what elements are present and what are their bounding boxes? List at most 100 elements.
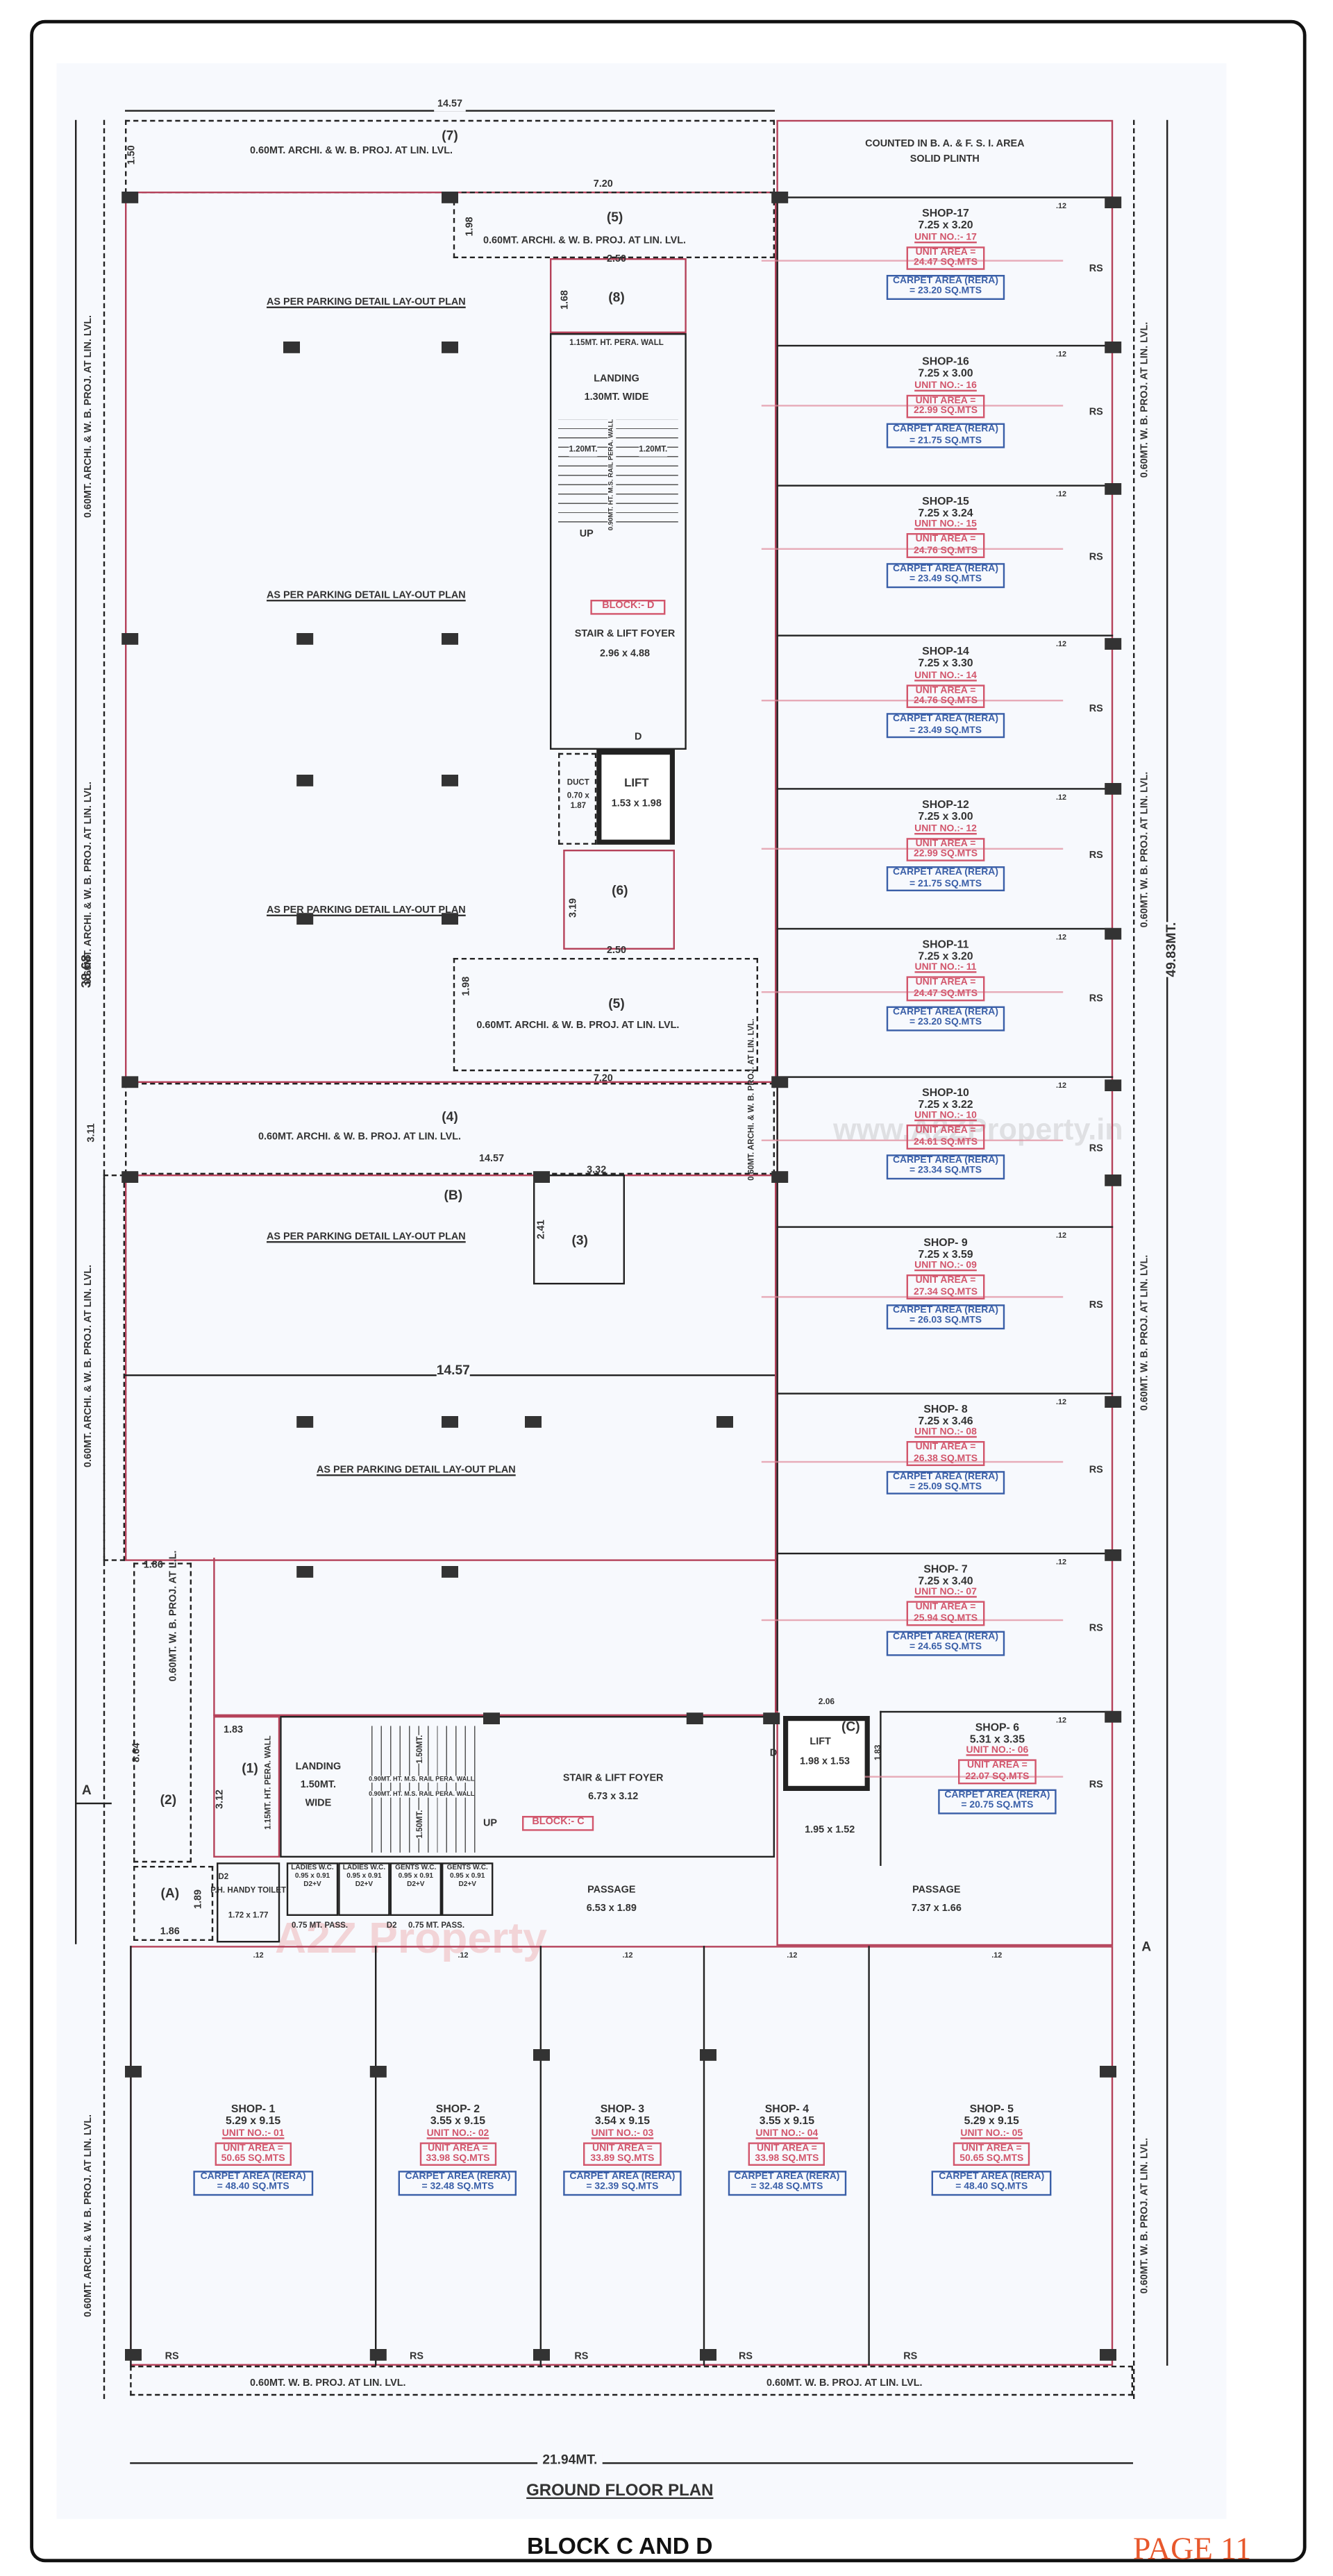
carpet-area-value: = 32.48 SQ.MTS xyxy=(421,2183,494,2194)
structural-column xyxy=(1105,1079,1122,1092)
carpet-area-box: CARPET AREA (RERA)= 32.39 SQ.MTS xyxy=(562,2171,682,2196)
sheet-subtitle: BLOCK C AND D xyxy=(527,2532,713,2559)
edge-dim: .12 xyxy=(1055,1230,1066,1239)
structural-column xyxy=(296,775,314,786)
rolling-shutter-label: RS xyxy=(1089,553,1103,564)
projection-4 xyxy=(125,1083,775,1175)
unit-area-label: UNIT AREA = xyxy=(961,2143,1022,2154)
page-label: PAGE 11 xyxy=(1133,2532,1252,2568)
shop-size: 7.25 x 3.00 xyxy=(918,811,973,824)
lift-size: 1.53 x 1.98 xyxy=(611,800,662,810)
rolling-shutter-label: RS xyxy=(1089,264,1103,275)
grid-line xyxy=(864,1776,1064,1778)
grid-line xyxy=(761,548,1064,550)
carpet-area-value: = 25.09 SQ.MTS xyxy=(909,1483,982,1493)
carpet-area-box: CARPET AREA (RERA)= 48.40 SQ.MTS xyxy=(194,2171,313,2196)
shop-size: 5.31 x 3.35 xyxy=(969,1734,1025,1746)
unit-number: UNIT NO.:- 10 xyxy=(914,1111,977,1122)
unit-area-label: UNIT AREA = xyxy=(915,978,976,988)
flight-width: 1.20MT. xyxy=(569,446,598,456)
structural-column xyxy=(1100,2066,1117,2078)
lift-size: 1.98 x 1.53 xyxy=(799,1758,850,1768)
structural-column xyxy=(442,913,458,925)
marker-5: (5) xyxy=(606,210,623,225)
structural-column xyxy=(771,1171,789,1184)
parking-note: AS PER PARKING DETAIL LAY-OUT PLAN xyxy=(267,906,466,916)
carpet-area-label: CARPET AREA (RERA) xyxy=(892,1156,999,1167)
unit-area-value: 22.07 SQ.MTS xyxy=(965,1771,1030,1782)
left-projection-label: 0.60MT. ARCHI. & W. B. PROJ. AT LIN. LVL… xyxy=(84,781,94,985)
carpet-area-label: CARPET AREA (RERA) xyxy=(892,715,999,725)
block-d-label: BLOCK:- D xyxy=(590,600,666,615)
right-projection-line xyxy=(1133,119,1135,2400)
left-projection-label: 0.60MT. ARCHI. & W. B. PROJ. AT LIN. LVL… xyxy=(84,314,94,519)
dim-strip: 3.11 xyxy=(87,1123,98,1143)
edge-dim: .12 xyxy=(1055,639,1066,648)
edge-dim: .12 xyxy=(1055,1715,1066,1724)
edge-dim: .12 xyxy=(622,1951,633,1960)
shop-size: 5.29 x 9.15 xyxy=(226,2116,281,2128)
grid-line xyxy=(761,1619,1064,1622)
unit-area-label: UNIT AREA = xyxy=(915,396,976,406)
carpet-area-box: CARPET AREA (RERA)= 48.40 SQ.MTS xyxy=(932,2171,1051,2196)
structural-column xyxy=(296,1566,314,1578)
section-arrow xyxy=(75,1802,112,1805)
unit-area-box: UNIT AREA =22.07 SQ.MTS xyxy=(958,1759,1037,1785)
foyer-label: STAIR & LIFT FOYER xyxy=(574,630,676,640)
structural-column xyxy=(121,1171,139,1184)
structural-column xyxy=(1105,1175,1122,1186)
edge-dim: .12 xyxy=(1055,489,1066,498)
grid-line xyxy=(761,848,1064,850)
parking-note: AS PER PARKING DETAIL LAY-OUT PLAN xyxy=(317,1466,516,1476)
unit-number: UNIT NO.:- 05 xyxy=(960,2128,1023,2139)
unit-area-label: UNIT AREA = xyxy=(757,2143,817,2154)
dim-p1-width: 1.83 xyxy=(223,1726,244,1736)
foyer-size: 2.96 x 4.88 xyxy=(599,650,651,660)
shop-name: SHOP-17 xyxy=(922,208,969,220)
unit-number: UNIT NO.:- 17 xyxy=(914,232,977,243)
edge-dim: .12 xyxy=(1055,201,1066,210)
counted-note: COUNTED IN B. A. & F. S. I. AREA xyxy=(865,140,1025,151)
wc-door: D2+V xyxy=(355,1878,374,1887)
carpet-area-label: CARPET AREA (RERA) xyxy=(939,2172,1045,2183)
structural-column xyxy=(283,342,301,353)
carpet-area-value: = 23.34 SQ.MTS xyxy=(909,1167,982,1177)
unit-area-box: UNIT AREA =24.61 SQ.MTS xyxy=(907,1125,984,1150)
unit-area-box: UNIT AREA =22.99 SQ.MTS xyxy=(907,837,984,862)
dim-pa-width: 1.86 xyxy=(160,1927,180,1938)
counted-note-2: SOLID PLINTH xyxy=(909,155,980,165)
pera-wall-label: 1.15MT. HT. PERA. WALL xyxy=(265,1735,274,1830)
projection-label: 0.60MT. ARCHI. & W. B. PROJ. AT LIN. LVL… xyxy=(258,1133,462,1143)
unit-number: UNIT NO.:- 12 xyxy=(914,824,977,834)
structural-column xyxy=(533,1171,551,1184)
structural-column xyxy=(700,2049,716,2061)
structural-column xyxy=(442,633,458,645)
unit-area-value: 50.65 SQ.MTS xyxy=(959,2153,1024,2164)
structural-column xyxy=(369,2066,387,2078)
right-projection-label: 0.60MT. W. B. PROJ. AT LIN. LVL. xyxy=(1140,1254,1151,1411)
carpet-area-label: CARPET AREA (RERA) xyxy=(405,2172,511,2183)
right-projection-label: 0.60MT. W. B. PROJ. AT LIN. LVL. xyxy=(1140,2137,1151,2294)
bottom-projection xyxy=(130,2366,1134,2396)
unit-area-value: 24.61 SQ.MTS xyxy=(913,1137,978,1148)
carpet-area-label: CARPET AREA (RERA) xyxy=(892,1472,999,1483)
section-marker-right: A xyxy=(1141,1939,1152,1955)
shop-name: SHOP- 8 xyxy=(923,1404,968,1416)
unit-area-box: UNIT AREA =24.76 SQ.MTS xyxy=(907,533,984,559)
plan-title: GROUND FLOOR PLAN xyxy=(526,2482,714,2501)
block-d-stair-core xyxy=(550,333,687,750)
unit-number: UNIT NO.:- 15 xyxy=(914,520,977,531)
